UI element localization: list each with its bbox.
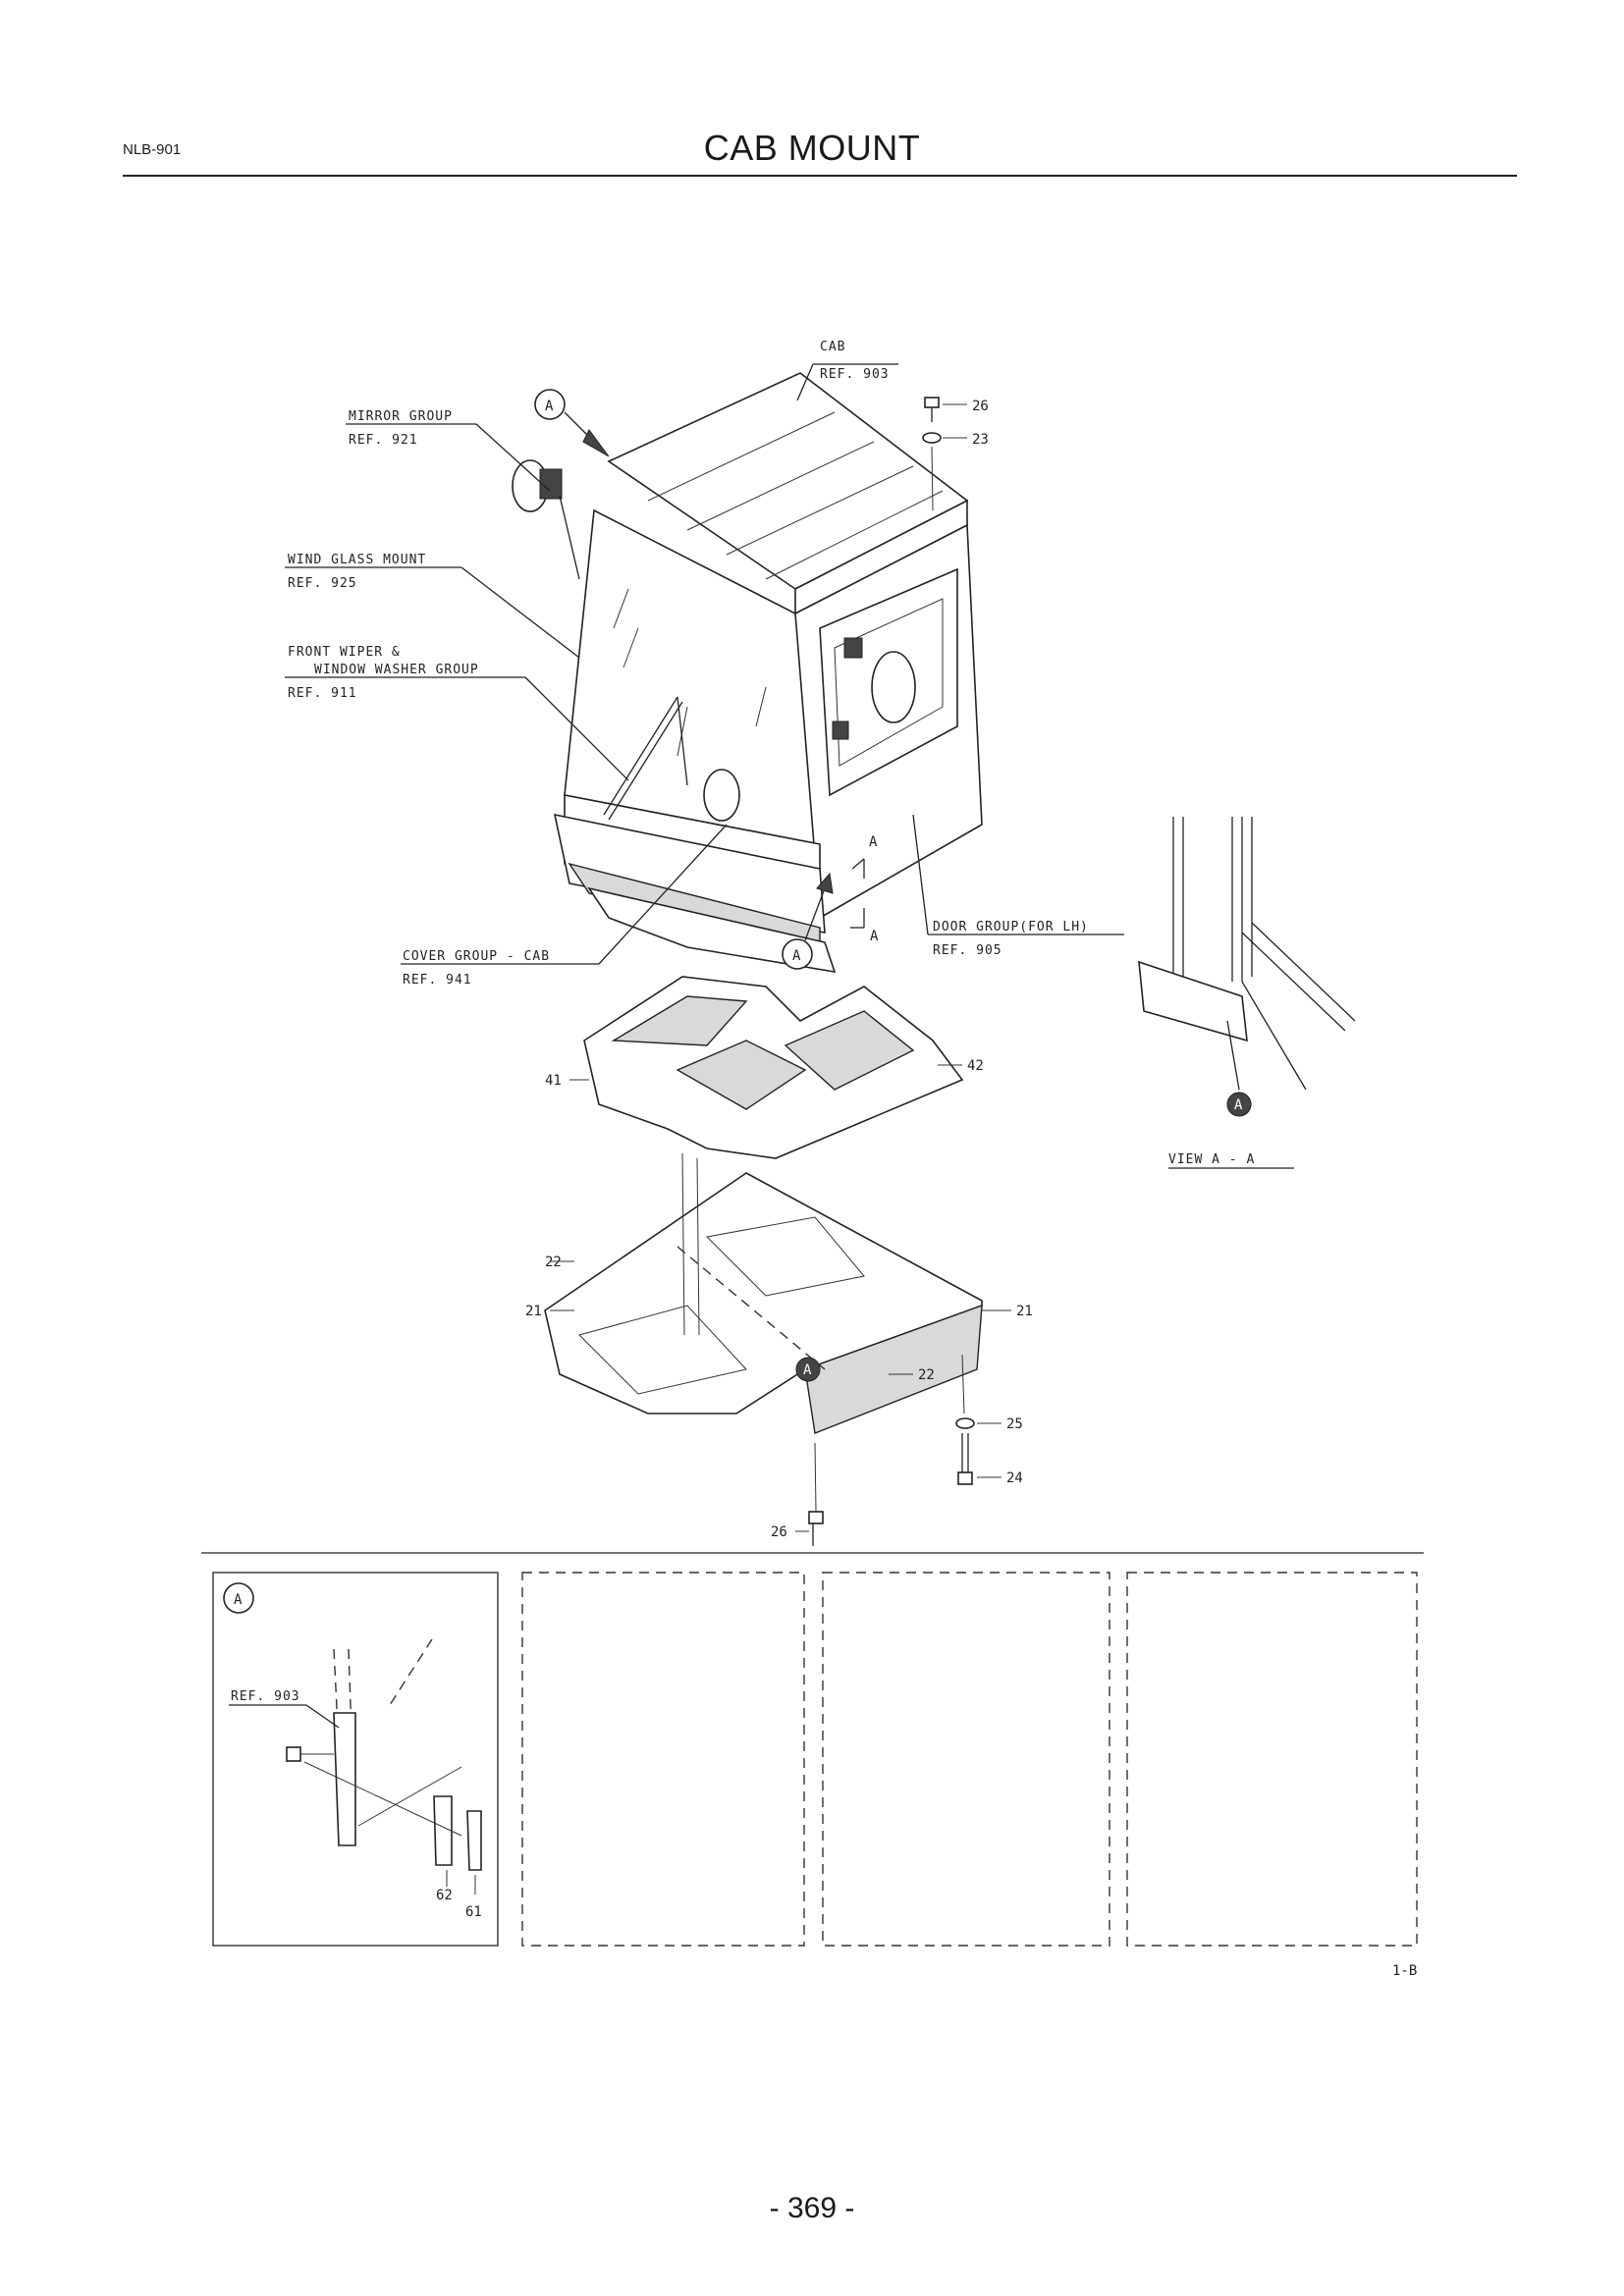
page-number: - 369 -: [769, 2192, 855, 2224]
callout-leaders: [285, 363, 1124, 965]
bolt-26-top: [922, 397, 967, 511]
callout-wind-glass-name: WIND GLASS MOUNT: [288, 553, 426, 567]
callout-door-ref: REF. 905: [933, 943, 1002, 958]
callout-cab-ref: REF. 903: [820, 367, 890, 382]
callout-wiper-name-2: WINDOW WASHER GROUP: [314, 663, 479, 677]
part-number-21-left: 21: [525, 1304, 542, 1319]
floor-plate: A: [544, 1152, 1011, 1434]
part-number-25: 25: [1006, 1416, 1023, 1432]
detail-a-ref: REF. 903: [231, 1689, 300, 1704]
callout-texts: CAB REF. 903 MIRROR GROUP REF. 921 WIND …: [288, 340, 1089, 988]
section-arrow-a-upper: A: [869, 834, 878, 850]
document-code: NLB-901: [123, 141, 182, 158]
floor-mats: [569, 976, 964, 1159]
part-number-22-left: 22: [545, 1255, 562, 1270]
callout-door-name: DOOR GROUP(FOR LH): [933, 920, 1089, 934]
section-mark-a-bottom: A: [792, 948, 801, 964]
view-a-a-detail: A VIEW A - A: [1138, 817, 1356, 1169]
callout-wind-glass-ref: REF. 925: [288, 576, 357, 591]
part-number-22-right: 22: [918, 1367, 935, 1383]
empty-detail-box-3: [1126, 1572, 1418, 1947]
detail-a-box: A REF. 903 62 61: [212, 1572, 499, 1947]
page-title: CAB MOUNT: [703, 128, 921, 168]
part-number-26-bottom: 26: [771, 1524, 787, 1540]
part-number-61: 61: [465, 1904, 482, 1920]
empty-detail-box-1: [521, 1572, 805, 1947]
callout-mirror-ref: REF. 921: [349, 433, 418, 448]
callout-wiper-ref: REF. 911: [288, 686, 357, 701]
callout-cab-name: CAB: [820, 340, 845, 354]
section-arrow-a-lower: A: [870, 929, 879, 944]
floor-mark-a: A: [803, 1362, 812, 1378]
callout-mirror-name: MIRROR GROUP: [349, 409, 453, 424]
part-number-23: 23: [972, 432, 989, 448]
header-rule: [123, 175, 1517, 177]
part-number-62: 62: [436, 1888, 453, 1903]
part-number-24: 24: [1006, 1470, 1023, 1486]
part-number-41: 41: [545, 1073, 562, 1089]
callout-cover-name: COVER GROUP - CAB: [403, 949, 550, 964]
callout-cover-ref: REF. 941: [403, 973, 472, 988]
view-label: VIEW A - A: [1168, 1152, 1255, 1167]
part-number-21-right: 21: [1016, 1304, 1033, 1319]
cab-illustration: [512, 372, 983, 974]
view-mark-a: A: [1234, 1097, 1243, 1113]
part-number-26-top: 26: [972, 399, 989, 414]
detail-a-mark: A: [234, 1592, 243, 1608]
mount-bolts: [795, 1354, 1001, 1546]
empty-detail-box-2: [822, 1572, 1110, 1947]
section-marks: A A A A: [534, 389, 879, 970]
part-number-42: 42: [967, 1058, 984, 1074]
part-numbers: 26 23 41 42 22 21 21 22 25 24 26: [525, 399, 1033, 1540]
callout-wiper-name-1: FRONT WIPER &: [288, 645, 401, 660]
figure-code: 1-B: [1392, 1963, 1417, 1979]
section-mark-a-top: A: [545, 399, 554, 414]
empty-detail-boxes: [521, 1572, 1418, 1947]
